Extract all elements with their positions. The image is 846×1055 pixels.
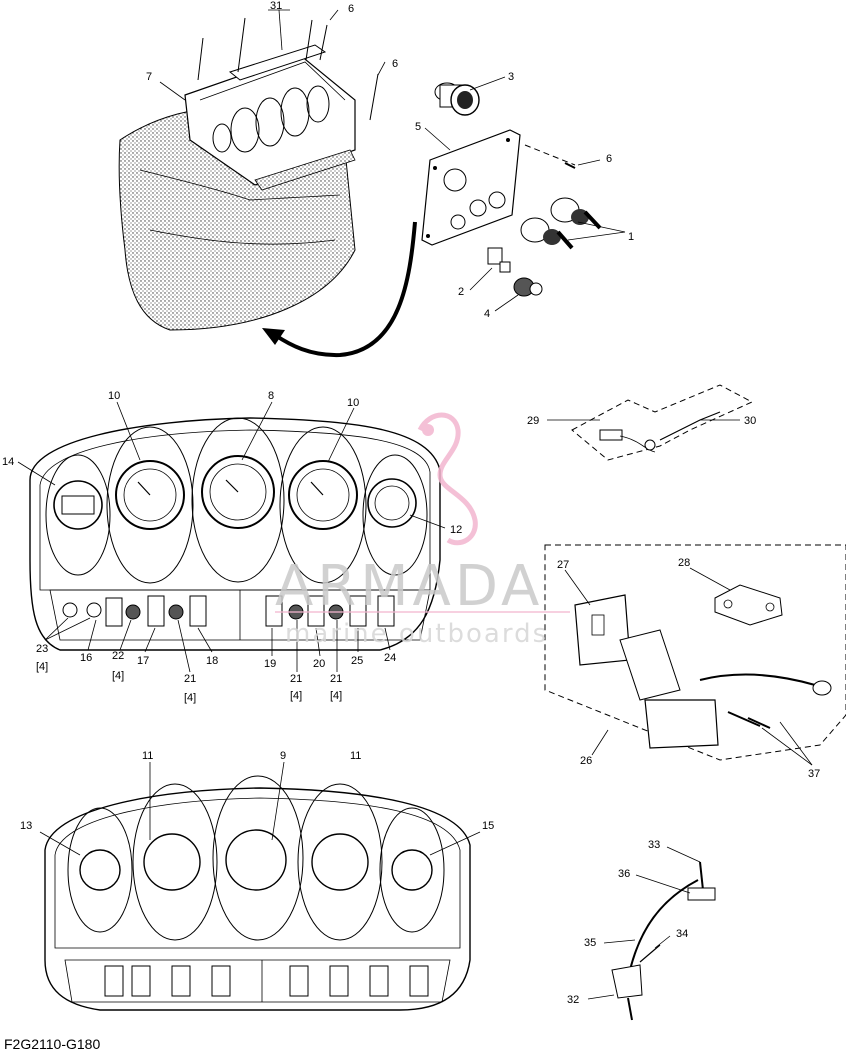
callout-27: 27: [557, 559, 569, 571]
callout-17: 17: [137, 655, 149, 667]
callout-28: 28: [678, 557, 690, 569]
callout-2: 2: [458, 286, 464, 298]
indicator-part-4: [513, 277, 543, 297]
callout-9: 9: [280, 750, 286, 762]
watermark-brand: ARMADA: [275, 554, 543, 619]
leader-lines-top: [159, 9, 626, 312]
callout-21: 21: [184, 673, 196, 685]
callout-37: 37: [808, 768, 820, 780]
bezel-part-31: [228, 44, 327, 81]
callout-23: 23: [36, 643, 48, 655]
callout-6: 6: [392, 58, 398, 70]
qty-22: [4]: [112, 670, 124, 682]
gauge-cluster-rear: [44, 775, 471, 1011]
callout-26: 26: [580, 755, 592, 767]
callout-21: 21: [330, 673, 342, 685]
callout-1: 1: [628, 231, 634, 243]
callout-36: 36: [618, 868, 630, 880]
callout-16: 16: [80, 652, 92, 664]
callout-30: 30: [744, 415, 756, 427]
callout-3: 3: [508, 71, 514, 83]
switch-plate-part-5: [421, 129, 521, 246]
leader-lines-clamp: [587, 846, 701, 1000]
watermark-logo-icon: [417, 412, 478, 546]
watermark: ARMADA marine outboards: [275, 412, 570, 649]
callout-14: 14: [2, 456, 14, 468]
leader-lines-bottom: [39, 761, 481, 856]
callout-10: 10: [108, 390, 120, 402]
callout-6: 6: [348, 3, 354, 15]
connector-part-2: [487, 247, 511, 273]
upper-dash-panel: [184, 54, 356, 191]
watermark-tagline: marine outboards: [285, 619, 548, 649]
callout-21: 21: [290, 673, 302, 685]
callout-31: 31: [270, 0, 282, 12]
power-socket-part-3: [434, 82, 480, 116]
callout-15: 15: [482, 820, 494, 832]
qty-23: [4]: [36, 661, 48, 673]
callout-11: 11: [350, 750, 361, 762]
gasket-part-28: [714, 584, 783, 626]
callout-25: 25: [351, 655, 363, 667]
screw-part-6: [524, 144, 576, 169]
screw-icons-top: [197, 17, 379, 121]
gauge-cluster-front: [29, 417, 441, 651]
callout-33: 33: [648, 839, 660, 851]
callout-7: 7: [146, 71, 152, 83]
callout-13: 13: [20, 820, 32, 832]
bracket-assembly-26: [544, 544, 846, 761]
callout-34: 34: [676, 928, 688, 940]
leader-lines-right: [564, 567, 813, 766]
qty-21: [4]: [330, 690, 342, 702]
callout-20: 20: [313, 658, 325, 670]
callout-19: 19: [264, 658, 276, 670]
callout-12: 12: [450, 524, 462, 536]
callout-8: 8: [268, 390, 274, 402]
callout-11: 11: [142, 750, 153, 762]
callout-22: 22: [112, 650, 124, 662]
assembly-arrow-icon: [262, 221, 417, 358]
callout-18: 18: [206, 655, 218, 667]
callout-6: 6: [606, 153, 612, 165]
callout-35: 35: [584, 937, 596, 949]
cable-clamp-parts-32-36: [611, 861, 716, 1021]
callout-10: 10: [347, 397, 359, 409]
diagram-code: F2G2110-G180: [4, 1036, 100, 1052]
callout-labels: 31 6 6 7 3 5 6 1 2 4 10 8 10 14 12 29 30…: [2, 0, 820, 1006]
callout-4: 4: [484, 308, 490, 320]
callout-32: 32: [567, 994, 579, 1006]
callout-5: 5: [415, 121, 421, 133]
qty-21: [4]: [290, 690, 302, 702]
harness-parts-29-30: [547, 384, 754, 461]
leader-lines-middle: [17, 401, 446, 673]
toggle-switches-part-1: [520, 197, 602, 250]
qty-21: [4]: [184, 692, 196, 704]
callout-24: 24: [384, 652, 396, 664]
callout-29: 29: [527, 415, 539, 427]
